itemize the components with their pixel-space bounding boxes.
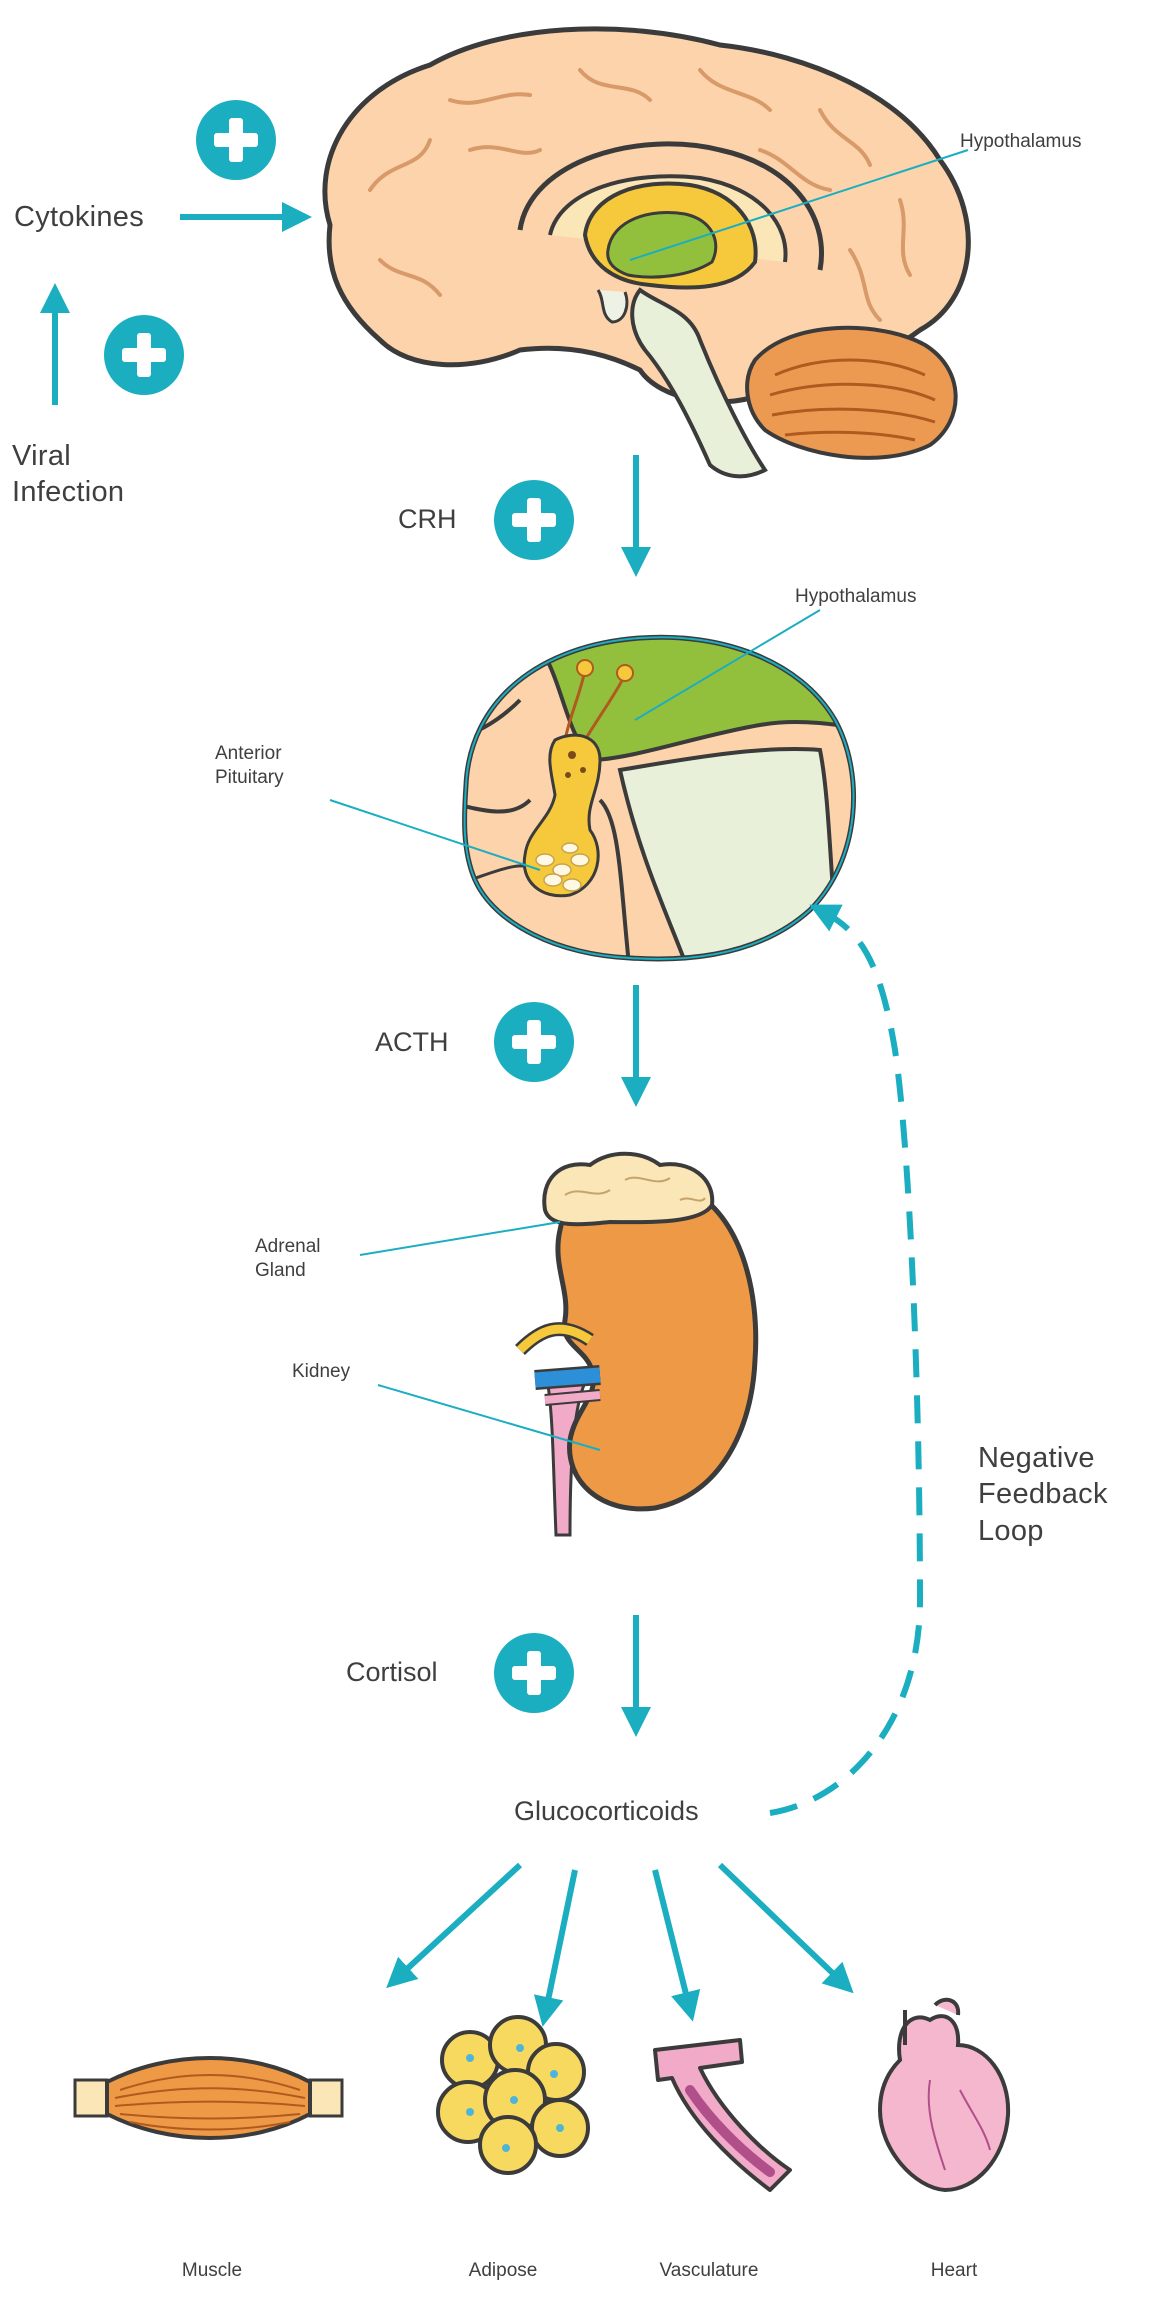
plus-icon [494, 1002, 574, 1082]
vasculature-arrow [652, 1869, 701, 2022]
adrenal-gland-label: Adrenal Gland [255, 1236, 321, 1281]
cytokines-label: Cytokines [14, 201, 145, 233]
brain-illustration [322, 26, 971, 479]
adrenal-gland-leader [359, 1221, 561, 1256]
plus-icon [494, 1633, 574, 1713]
target-label-adipose: Adipose [468, 2260, 538, 2281]
brain-hypothalamus-label: Hypothalamus [960, 131, 1082, 152]
plus-icon [104, 315, 184, 395]
inset-hypothalamus-label: Hypothalamus [795, 586, 917, 607]
heart-arrow [717, 1862, 854, 1994]
target-label-muscle: Muscle [181, 2260, 243, 2281]
muscle-arrow [386, 1862, 523, 1989]
negative-feedback-arrow [769, 904, 924, 1816]
anterior-pituitary-leader [329, 799, 541, 871]
anterior-pituitary-label: Anterior Pituitary [215, 743, 284, 788]
crh-label: CRH [398, 504, 457, 534]
glucocorticoids-label: Glucocorticoids [514, 1796, 699, 1826]
target-label-heart: Heart [930, 2260, 978, 2281]
cerebellum-folia [769, 358, 936, 442]
kidney-illustration [515, 1151, 759, 1537]
cortisol-label: Cortisol [346, 1657, 438, 1687]
kidney-leader [377, 1384, 601, 1451]
muscle-illustration [73, 2056, 344, 2140]
plus-icon [494, 480, 574, 560]
viral-infection-label: Viral Infection [12, 440, 125, 509]
target-label-vasculature: Vasculature [659, 2260, 759, 2281]
brain-gyri [368, 68, 912, 322]
plus-icon [196, 100, 276, 180]
vasculature-illustration [653, 2038, 792, 2192]
inset-hypothalamus-leader [634, 609, 821, 721]
adipose-arrow [533, 1869, 578, 2027]
pituitary-inset [462, 634, 857, 962]
acth-label: ACTH [375, 1027, 449, 1057]
heart-illustration [877, 1997, 1011, 2193]
brain-hypothalamus-leader [629, 149, 969, 261]
adipose-illustration [436, 2015, 590, 2175]
kidney-label: Kidney [292, 1361, 351, 1382]
negative-feedback-label: Negative Feedback Loop [978, 1442, 1108, 1547]
